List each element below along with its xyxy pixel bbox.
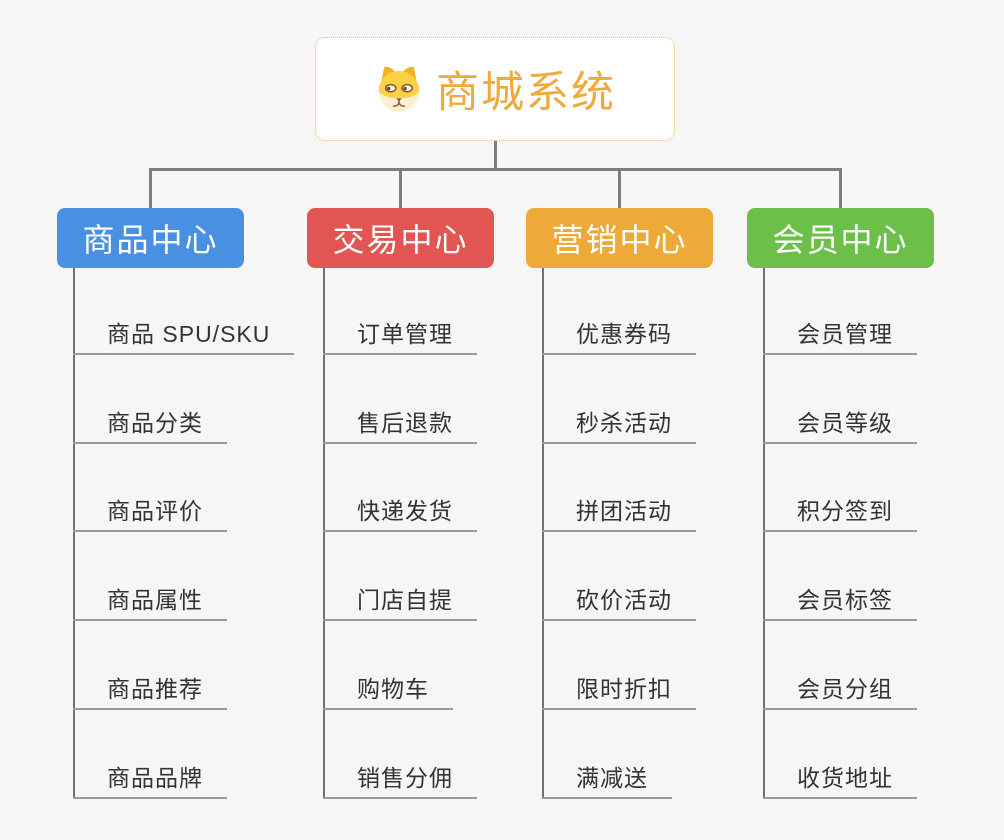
branch-node-member-center[interactable]: 会员中心 [747, 208, 934, 268]
leaf-node[interactable]: 门店自提 [323, 583, 477, 621]
leaf-node[interactable]: 会员分组 [763, 672, 917, 710]
leaf-node[interactable]: 拼团活动 [542, 494, 696, 532]
leaf-node[interactable]: 商品评价 [73, 494, 227, 532]
branch-node-product-center[interactable]: 商品中心 [57, 208, 244, 268]
connector-branch-drop-marketing-center [618, 168, 621, 208]
leaf-node[interactable]: 商品品牌 [73, 761, 227, 799]
leaf-node[interactable]: 商品 SPU/SKU [73, 317, 295, 355]
leaf-node[interactable]: 会员等级 [763, 406, 917, 444]
leaf-node[interactable]: 销售分佣 [323, 761, 477, 799]
leaf-node[interactable]: 积分签到 [763, 494, 917, 532]
leaf-node[interactable]: 限时折扣 [542, 672, 696, 710]
leaf-node[interactable]: 商品分类 [73, 406, 227, 444]
connector-bus [149, 168, 842, 171]
leaf-node[interactable]: 砍价活动 [542, 583, 696, 621]
branch-spine-marketing-center [542, 268, 544, 799]
leaf-node[interactable]: 商品属性 [73, 583, 227, 621]
leaf-node[interactable]: 秒杀活动 [542, 406, 696, 444]
leaf-node[interactable]: 优惠券码 [542, 317, 696, 355]
connector-branch-drop-trade-center [399, 168, 402, 208]
leaf-node[interactable]: 满减送 [542, 761, 672, 799]
connector-root-drop [493, 141, 497, 171]
leaf-node[interactable]: 订单管理 [323, 317, 477, 355]
root-node[interactable]: 商城系统 [315, 37, 675, 141]
leaf-node[interactable]: 快递发货 [323, 494, 477, 532]
leaf-node[interactable]: 会员标签 [763, 583, 917, 621]
branch-spine-member-center [763, 268, 765, 799]
connector-branch-drop-member-center [839, 168, 842, 208]
leaf-node[interactable]: 会员管理 [763, 317, 917, 355]
leaf-node[interactable]: 售后退款 [323, 406, 477, 444]
branch-node-marketing-center[interactable]: 营销中心 [526, 208, 713, 268]
dog-face-icon [374, 64, 424, 114]
branch-spine-product-center [73, 268, 75, 799]
leaf-node[interactable]: 商品推荐 [73, 672, 227, 710]
root-title: 商城系统 [436, 69, 616, 117]
leaf-node[interactable]: 购物车 [323, 672, 453, 710]
leaf-node[interactable]: 收货地址 [763, 761, 917, 799]
connector-branch-drop-product-center [149, 168, 152, 208]
branch-spine-trade-center [323, 268, 325, 799]
branch-node-trade-center[interactable]: 交易中心 [307, 208, 494, 268]
